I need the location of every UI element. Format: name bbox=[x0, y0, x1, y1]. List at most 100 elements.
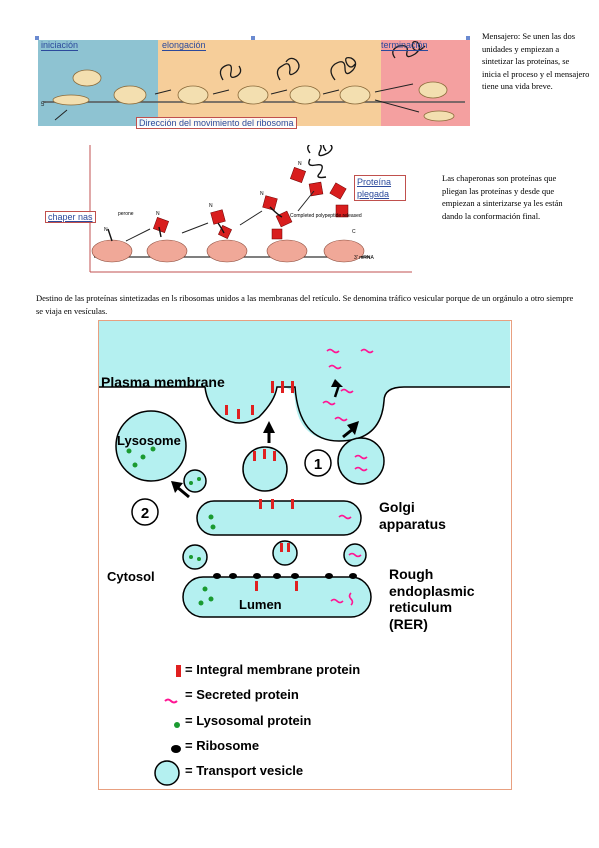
vesicular-traffic-diagram: 1 2 bbox=[99, 321, 510, 786]
lysosomal-protein-icon bbox=[174, 722, 180, 728]
n-terminal-label: N bbox=[104, 227, 108, 233]
lumen-label: Lumen bbox=[239, 597, 282, 612]
polypeptide-chain bbox=[217, 222, 225, 234]
step-1-label: 1 bbox=[314, 456, 322, 473]
golgi-apparatus bbox=[196, 500, 362, 536]
ribosome bbox=[146, 239, 188, 263]
ribosome-icon bbox=[171, 745, 181, 753]
direction-caption: Dirección del movimiento del ribosoma bbox=[136, 117, 297, 129]
chaperone-protein bbox=[335, 204, 349, 218]
translation-figure: 5' iniciación elongación terminación Dir… bbox=[35, 36, 470, 132]
ribosome bbox=[206, 239, 248, 263]
step-2-label: 2 bbox=[141, 505, 149, 522]
arrow bbox=[54, 109, 68, 121]
legend-ribosome: = Ribosome bbox=[185, 738, 260, 753]
rer-label: Rough endoplasmic reticulum (RER) bbox=[389, 566, 475, 632]
mrna-label: 3' mRNA bbox=[354, 255, 375, 261]
transport-vesicle-icon bbox=[154, 760, 180, 786]
legend-integral-membrane-protein: = Integral membrane protein bbox=[185, 662, 361, 677]
arrow-to-lysosome bbox=[176, 485, 190, 499]
secreted-protein bbox=[322, 400, 336, 406]
ribosome bbox=[339, 85, 371, 105]
arrow bbox=[270, 89, 288, 95]
strand-5-label: 5' bbox=[41, 102, 45, 108]
n-terminal-label: N bbox=[298, 161, 302, 167]
polypeptide-chain bbox=[330, 56, 357, 81]
arrow bbox=[374, 83, 414, 93]
stage-initiation: iniciación bbox=[41, 40, 79, 51]
polypeptide-chain bbox=[219, 64, 242, 81]
stage-elongation: elongación bbox=[162, 40, 206, 51]
n-terminal-label: N bbox=[260, 191, 264, 197]
plasma-membrane-label: Plasma membrane bbox=[101, 374, 225, 390]
chaperone-protein bbox=[262, 195, 278, 211]
n-terminal-label: N bbox=[209, 203, 213, 209]
polypeptide-chain bbox=[158, 226, 162, 238]
legend-lysosomal-protein: = Lysosomal protein bbox=[185, 713, 312, 728]
messenger-note: Mensajero: Se unen las dos unidades y em… bbox=[482, 31, 590, 92]
c-terminal-label: C bbox=[352, 229, 356, 235]
elongation-panel bbox=[158, 40, 381, 126]
integral-membrane-protein-icon bbox=[176, 665, 181, 677]
secreted-protein bbox=[334, 416, 348, 422]
chaperone-text: perone bbox=[118, 211, 134, 217]
ribosome bbox=[113, 85, 147, 105]
ribosome bbox=[323, 239, 365, 263]
arrow bbox=[322, 89, 340, 95]
chaperone-figure: N N N N N C perone Completed polypeptide… bbox=[42, 142, 412, 275]
destination-paragraph: Destino de las proteínas sintetizadas en… bbox=[36, 293, 574, 316]
stage-termination: terminación bbox=[381, 40, 428, 51]
chaperonas-label: chaper nas bbox=[45, 211, 96, 223]
chaperone-protein bbox=[329, 182, 347, 200]
folded-protein bbox=[308, 158, 327, 179]
plasma-membrane-line bbox=[99, 386, 510, 442]
translation-diagram: 5' bbox=[35, 36, 470, 126]
ribosome-large-subunit bbox=[52, 94, 90, 106]
polypeptide-chain bbox=[392, 40, 426, 59]
secreted-protein bbox=[326, 348, 340, 354]
secreted-protein-icon bbox=[164, 698, 178, 704]
transport-vesicle bbox=[182, 544, 208, 570]
transport-vesicle bbox=[272, 540, 298, 566]
arrow bbox=[181, 222, 209, 234]
transport-vesicle bbox=[183, 469, 207, 493]
secreted-protein bbox=[340, 388, 354, 394]
arrow bbox=[125, 228, 151, 242]
ribosome bbox=[237, 85, 269, 105]
arrow bbox=[239, 210, 263, 226]
ribosome bbox=[289, 85, 321, 105]
polypeptide-chain bbox=[107, 228, 113, 242]
completed-text: Completed polypeptide released bbox=[290, 213, 362, 219]
lysosome-label: Lysosome bbox=[117, 433, 181, 448]
polypeptide-chain bbox=[269, 206, 283, 218]
ribosome bbox=[418, 81, 448, 99]
legend-secreted-protein: = Secreted protein bbox=[185, 687, 299, 702]
cytosol-label: Cytosol bbox=[107, 569, 155, 584]
chaperone-diagram: N N N N N C perone Completed polypeptide… bbox=[89, 142, 412, 273]
folded-protein-label: Proteína plegada bbox=[354, 175, 406, 201]
polypeptide-chain bbox=[276, 57, 300, 81]
step-1-marker bbox=[304, 449, 332, 477]
ribosome bbox=[423, 110, 455, 122]
ribosome bbox=[177, 85, 209, 105]
chaperone-protein bbox=[289, 166, 307, 184]
chaperone-protein bbox=[152, 216, 170, 234]
secretory-vesicle bbox=[337, 437, 385, 485]
extracellular-space bbox=[99, 321, 510, 441]
step-2-marker bbox=[131, 498, 159, 526]
chaperone-note: Las chaperonas son proteínas que pliegan… bbox=[442, 173, 563, 221]
golgi-label: Golgi apparatus bbox=[379, 499, 446, 532]
chaperone-protein bbox=[210, 209, 226, 225]
arrow bbox=[297, 190, 315, 212]
n-terminal-label: N bbox=[156, 211, 160, 217]
chaperone-protein bbox=[271, 228, 283, 240]
vesicular-traffic-figure: 1 2 bbox=[98, 320, 512, 790]
secreted-protein bbox=[328, 364, 342, 370]
ribosome-small-subunit bbox=[72, 69, 102, 87]
arrow bbox=[154, 89, 172, 95]
ribosome bbox=[266, 239, 308, 263]
ribosome bbox=[91, 239, 133, 263]
arrow bbox=[374, 99, 420, 113]
folded-protein bbox=[307, 142, 333, 157]
secreted-protein bbox=[360, 348, 374, 354]
